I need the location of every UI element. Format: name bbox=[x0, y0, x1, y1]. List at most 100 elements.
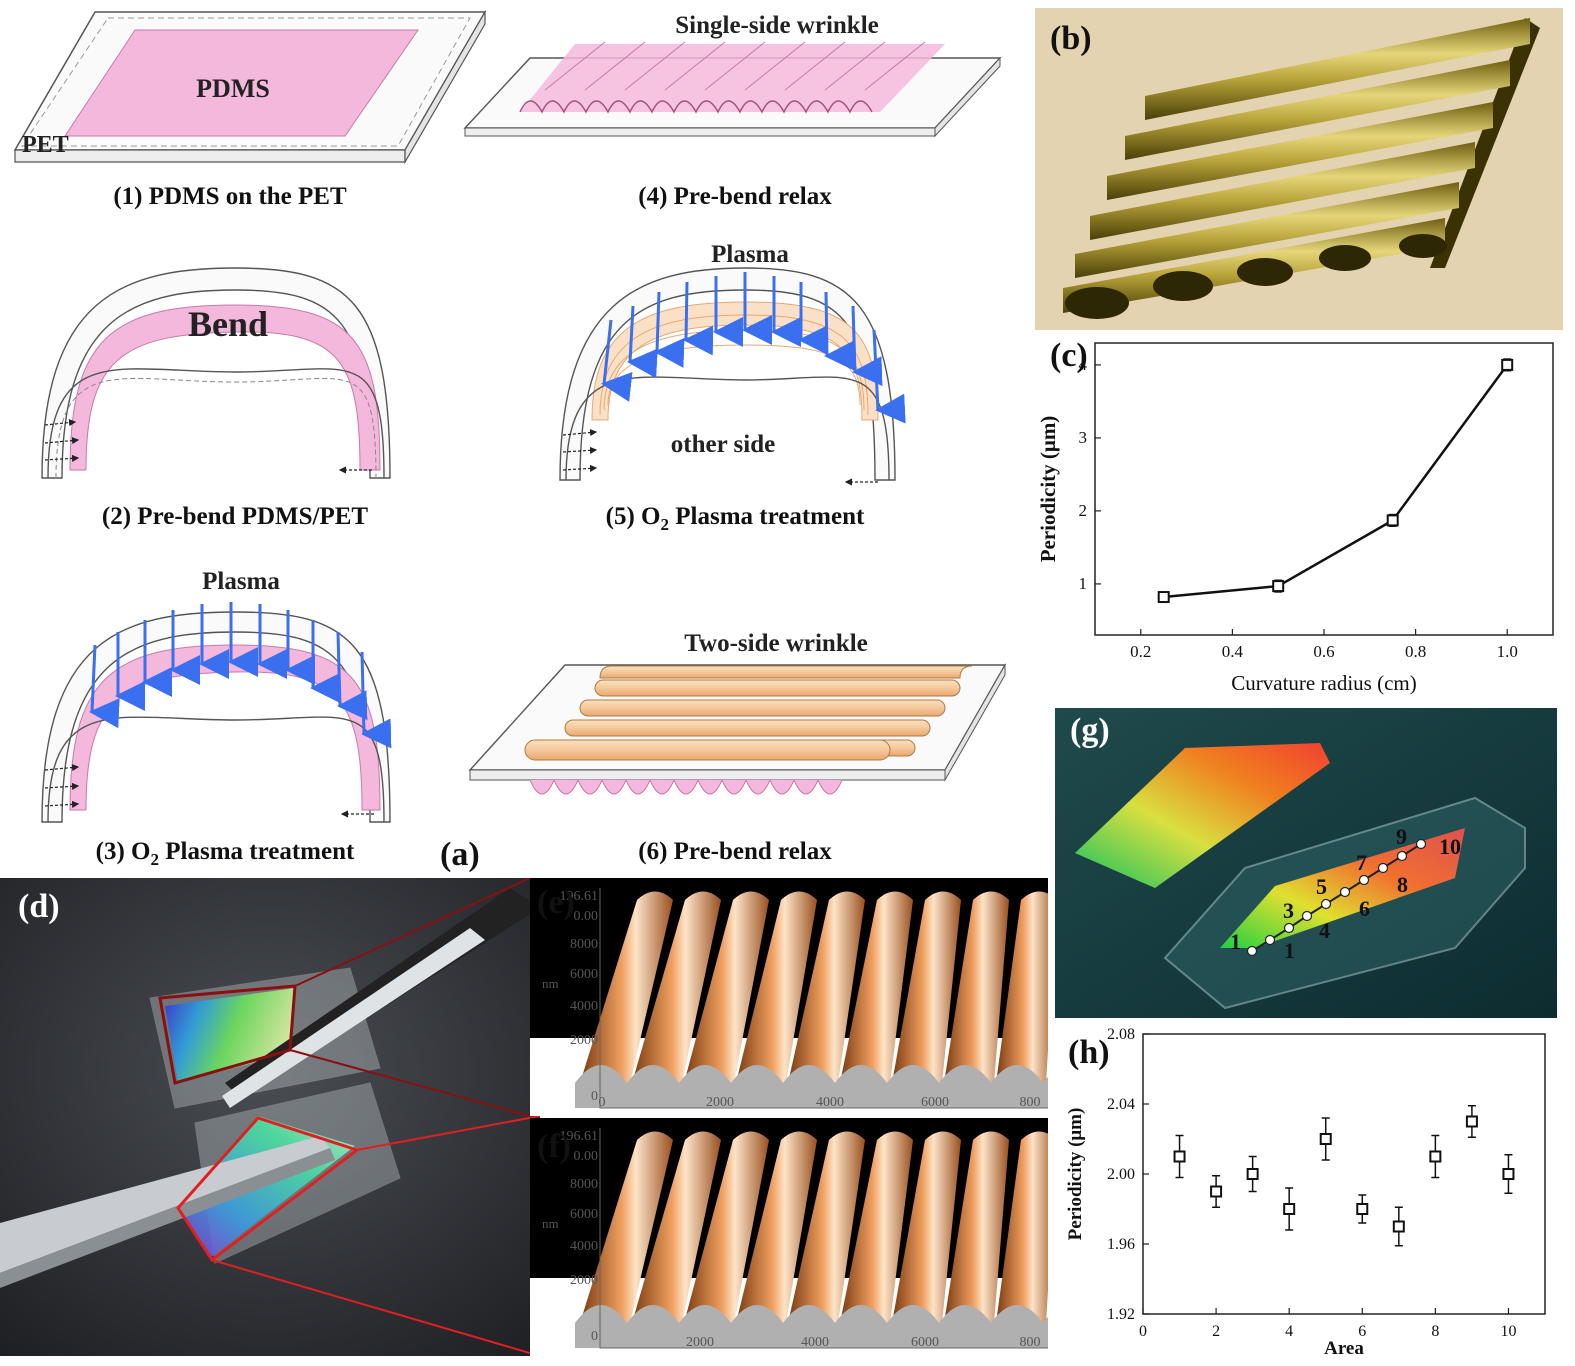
x-tick-label: 10 bbox=[1500, 1323, 1516, 1340]
afm-z-label: 6000 bbox=[570, 1207, 598, 1222]
measurement-point bbox=[1320, 898, 1332, 910]
step5-caption: (5) O2 Plasma treatment bbox=[605, 503, 865, 534]
afm-z-label: 8000 bbox=[570, 937, 598, 952]
data-point bbox=[1392, 1220, 1405, 1233]
afm-ridge bbox=[736, 1131, 817, 1323]
y-tick-label: 2.04 bbox=[1107, 1096, 1135, 1113]
data-point bbox=[1283, 1203, 1296, 1215]
afm-z-label: 196.61 bbox=[560, 889, 599, 904]
afm-base bbox=[575, 1065, 1048, 1108]
panel-e-letter: (e) bbox=[537, 884, 575, 921]
afm-z-unit: nm bbox=[542, 1216, 559, 1231]
afm-ridge bbox=[892, 891, 961, 1083]
y-tick-label: 1 bbox=[1079, 574, 1088, 593]
measurement-point bbox=[1396, 850, 1408, 862]
step2-label: Bend bbox=[188, 304, 268, 344]
afm-ridge bbox=[632, 891, 721, 1083]
afm-ridge bbox=[632, 1131, 721, 1323]
data-point bbox=[1272, 580, 1285, 593]
panel-b-letter: (b) bbox=[1050, 20, 1092, 57]
afm-x-label: 2000 bbox=[706, 1095, 734, 1110]
step6-caption: (6) Pre-bend relax bbox=[638, 838, 832, 865]
afm-ridge bbox=[892, 1131, 961, 1323]
afm-z-label: 0 bbox=[591, 1089, 598, 1104]
y-tick-label: 1.92 bbox=[1107, 1306, 1135, 1323]
afm-ridge bbox=[944, 891, 1009, 1083]
data-point bbox=[1356, 1203, 1369, 1215]
afm-ridge bbox=[840, 891, 913, 1083]
afm-x-label: 6000 bbox=[921, 1095, 949, 1110]
x-tick-label: 4 bbox=[1285, 1323, 1293, 1340]
afm-ridge bbox=[788, 1131, 865, 1323]
afm-x-label: 6000 bbox=[911, 1335, 939, 1350]
afm-z-label: 8000 bbox=[570, 1177, 598, 1192]
afm-x-label: 4000 bbox=[816, 1095, 844, 1110]
x-tick-label: 0.6 bbox=[1313, 642, 1334, 661]
step4-diagram: Single-side wrinkle bbox=[463, 12, 1002, 138]
x-tick-label: 0.8 bbox=[1405, 642, 1426, 661]
y-tick-label: 1.96 bbox=[1107, 1236, 1135, 1253]
x-tick-label: 0.2 bbox=[1130, 642, 1151, 661]
x-tick-label: 8 bbox=[1431, 1323, 1439, 1340]
step3-diagram: Plasma bbox=[41, 568, 392, 823]
measurement-point bbox=[1264, 934, 1276, 946]
measurement-label: 7 bbox=[1356, 850, 1367, 875]
x-tick-label: 0.4 bbox=[1222, 642, 1244, 661]
measurement-label: 1 bbox=[1284, 938, 1295, 963]
measurement-point bbox=[1358, 874, 1370, 886]
plot-frame bbox=[1142, 1033, 1546, 1315]
afm-z-label: 196.61 bbox=[560, 1129, 599, 1144]
panel-g-letter: (g) bbox=[1070, 712, 1110, 749]
x-axis-label: Curvature radius (cm) bbox=[1231, 671, 1416, 695]
step6-diagram: Two-side wrinkle bbox=[468, 630, 1007, 795]
step2-diagram: Bend bbox=[41, 267, 391, 479]
series-line bbox=[1163, 364, 1509, 599]
step6-label: Two-side wrinkle bbox=[684, 630, 868, 657]
measurement-point bbox=[1339, 886, 1351, 898]
step5-label2: other side bbox=[671, 431, 775, 458]
afm-ridge bbox=[684, 1131, 769, 1323]
measurement-label: 6 bbox=[1359, 896, 1370, 921]
afm-axes bbox=[599, 888, 1048, 1109]
panel-c-letter: (c) bbox=[1050, 337, 1088, 374]
data-point bbox=[1210, 1185, 1223, 1198]
afm-x-label: 0 bbox=[599, 1095, 606, 1110]
step5-diagram: Plasma other side bbox=[559, 241, 906, 486]
step1-caption: (1) PDMS on the PET bbox=[113, 183, 347, 210]
measurement-label: 10 bbox=[1439, 834, 1461, 859]
afm-ridge bbox=[788, 891, 865, 1083]
panel-a-letter: (a) bbox=[440, 836, 480, 873]
step4-caption: (4) Pre-bend relax bbox=[638, 183, 832, 210]
y-tick-label: 2.08 bbox=[1107, 1026, 1135, 1043]
afm-z-label: 0 bbox=[591, 1329, 598, 1344]
step1-pet-label: PET bbox=[22, 132, 69, 158]
measurement-point bbox=[1283, 922, 1295, 934]
step5-label: Plasma bbox=[711, 241, 789, 268]
panel-b-model bbox=[1035, 8, 1563, 330]
data-point bbox=[1429, 1150, 1442, 1163]
data-point bbox=[1465, 1115, 1478, 1128]
afm-x-label: 4000 bbox=[801, 1335, 829, 1350]
afm-x-label: 2000 bbox=[686, 1335, 714, 1350]
afm-ridge bbox=[996, 891, 1048, 1083]
step1-diagram: PDMS PET bbox=[13, 9, 487, 165]
panel-d-photo bbox=[0, 878, 540, 1356]
panel-a-schematic: PDMS PET Single-side wrinkle Bend Pl bbox=[13, 9, 1007, 823]
x-tick-label: 6 bbox=[1358, 1323, 1366, 1340]
afm-base bbox=[575, 1305, 1048, 1348]
x-tick-label: 2 bbox=[1212, 1323, 1220, 1340]
afm-x-label: 800 bbox=[1020, 1095, 1041, 1110]
data-point bbox=[1157, 591, 1170, 604]
afm-x-label: 800 bbox=[1020, 1335, 1041, 1350]
y-tick-label: 2 bbox=[1079, 501, 1088, 520]
measurement-point bbox=[1377, 862, 1389, 874]
afm-axes bbox=[599, 1128, 1048, 1349]
afm-z-label: 2000 bbox=[570, 1273, 598, 1288]
afm-ridge bbox=[736, 891, 817, 1083]
data-point bbox=[1501, 358, 1514, 371]
data-point bbox=[1246, 1168, 1259, 1180]
measurement-label: 1 bbox=[1230, 929, 1241, 954]
x-axis-label: Area bbox=[1324, 1338, 1364, 1359]
